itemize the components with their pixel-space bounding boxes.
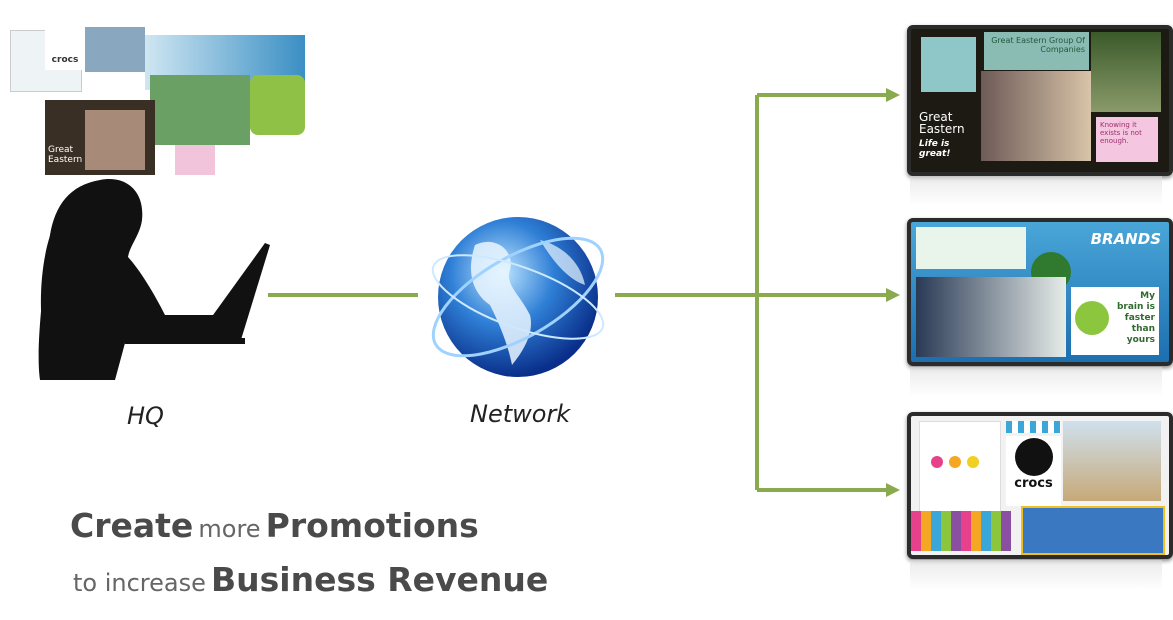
brands-note: My brain is faster than yours bbox=[1116, 291, 1155, 345]
crocs-logo: crocs bbox=[1014, 476, 1053, 491]
display-screen-great-eastern: Great Eastern Group Of Companies Knowing… bbox=[907, 25, 1173, 176]
tagline-promotions: Promotions bbox=[265, 506, 479, 545]
brands-note-panel: My brain is faster than yours bbox=[1071, 287, 1159, 355]
tagline-business-revenue: Business Revenue bbox=[210, 560, 549, 599]
person-laptop-silhouette bbox=[38, 179, 270, 380]
display-screen-crocs: crocs bbox=[907, 412, 1173, 559]
network-label: Network bbox=[470, 400, 571, 428]
ge-slogan: Life is great! bbox=[919, 139, 951, 159]
display-screen-brands: BRANDS My brain is faster than yours bbox=[907, 218, 1173, 366]
tagline-to-increase: to increase bbox=[73, 569, 206, 597]
arrow-icon bbox=[886, 88, 900, 102]
tagline-more: more bbox=[198, 515, 261, 543]
arrow-icon bbox=[886, 483, 900, 497]
tagline-create: Create bbox=[70, 506, 194, 545]
globe-icon bbox=[431, 217, 605, 377]
ge-subtitle: Great Eastern Group Of Companies bbox=[984, 32, 1089, 70]
great-eastern-logo: Great Eastern bbox=[919, 111, 965, 135]
tagline-line2: to increase Business Revenue bbox=[73, 560, 548, 599]
ge-note: Knowing it exists is not enough. bbox=[1096, 117, 1158, 162]
brands-logo: BRANDS bbox=[1090, 230, 1161, 248]
brands-mascot bbox=[1075, 301, 1109, 335]
arrow-icon bbox=[886, 288, 900, 302]
crocs-thumb: crocs bbox=[45, 30, 85, 70]
tagline-line1: Create more Promotions bbox=[70, 506, 479, 545]
hq-label: HQ bbox=[127, 402, 164, 430]
